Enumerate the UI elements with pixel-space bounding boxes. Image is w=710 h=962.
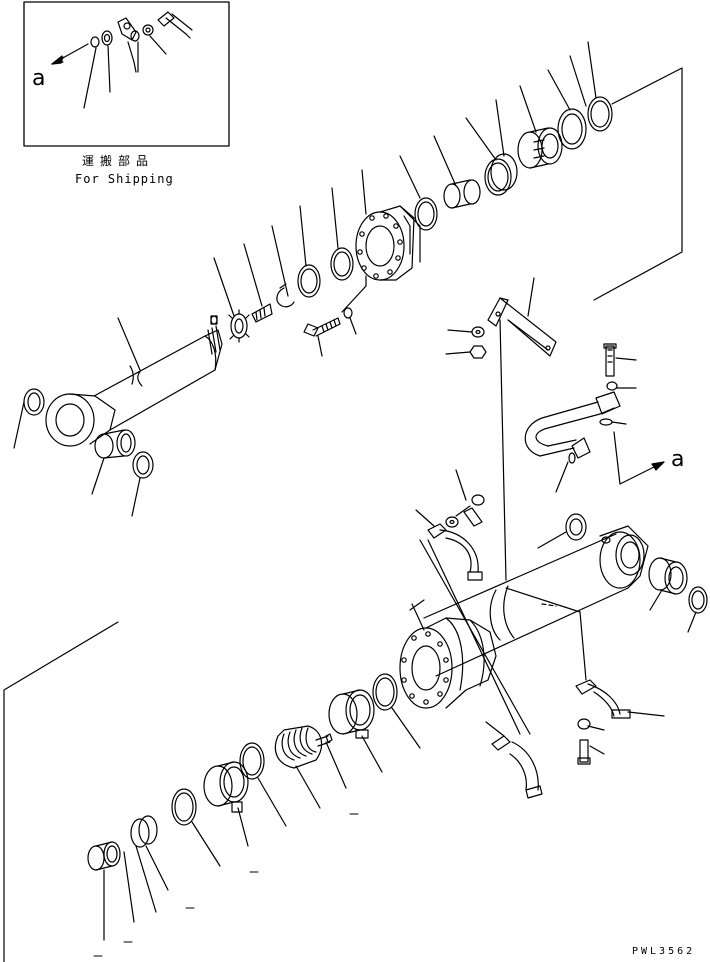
piping-tube [524, 343, 665, 493]
piston [399, 603, 497, 709]
cylinder-head [303, 169, 421, 357]
bracket [445, 277, 557, 581]
packing-seals-lower [87, 673, 421, 941]
cylinder-tube [409, 525, 649, 681]
packing-seals [399, 41, 613, 231]
inset-detail-marker: a [32, 66, 46, 91]
piston-rod [45, 315, 223, 447]
inset-caption-en: For Shipping [75, 172, 174, 186]
piston-nut [213, 225, 295, 343]
part-number-ticks [93, 813, 359, 957]
detail-marker: a [671, 447, 685, 472]
inset-caption-jp: 運搬部品 [82, 154, 155, 168]
drawing-code: PWL3562 [632, 946, 696, 957]
rod-dust-seals [13, 388, 154, 517]
hose-clamps [415, 469, 665, 799]
tube-bushing [537, 513, 708, 633]
piston-rings [297, 187, 354, 298]
shipping-inset [23, 1, 230, 147]
assembly-guide-lines [3, 67, 683, 962]
